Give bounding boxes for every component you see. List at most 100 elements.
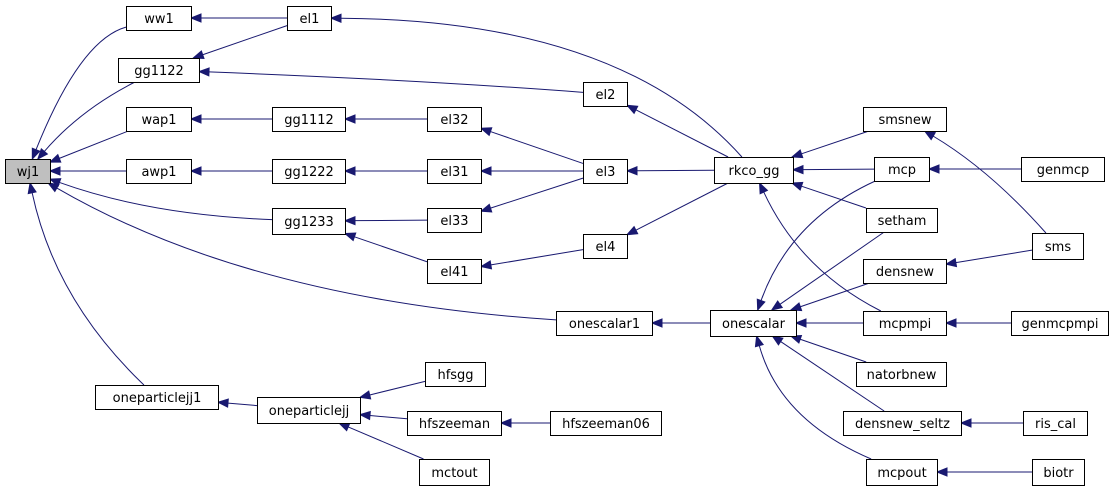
node-box-hfszeeman06[interactable] [550, 411, 662, 436]
node-box-ris_cal[interactable] [1023, 411, 1088, 436]
edge-mcp-to-onescalar [760, 180, 876, 301]
node-el32[interactable]: el32 [427, 107, 482, 132]
node-gg1112[interactable]: gg1112 [272, 107, 346, 132]
node-el31[interactable]: el31 [427, 159, 482, 184]
node-box-wap1[interactable] [126, 107, 192, 132]
node-gg1222[interactable]: gg1222 [272, 159, 346, 184]
node-box-smsnew[interactable] [863, 107, 947, 132]
node-box-hfszeeman[interactable] [407, 411, 502, 436]
node-box-biotr[interactable] [1032, 459, 1085, 486]
arrowhead-mcp-to-onescalar [756, 298, 766, 312]
node-box-densnew[interactable] [863, 259, 947, 284]
node-box-gg1233[interactable] [272, 208, 346, 235]
node-ris_cal[interactable]: ris_cal [1023, 411, 1088, 436]
arrowhead-setham-to-rkco_gg [790, 181, 804, 191]
node-el2[interactable]: el2 [583, 82, 628, 107]
node-box-rkco_gg[interactable] [714, 157, 794, 184]
node-label-mctout: mctout [431, 466, 477, 481]
node-oneparticlejj1[interactable]: oneparticlejj1 [95, 385, 219, 410]
node-box-ww1[interactable] [126, 6, 192, 31]
node-box-mcp[interactable] [874, 157, 930, 182]
node-el33[interactable]: el33 [427, 208, 482, 233]
edge-smsnew-to-rkco_gg [801, 130, 870, 155]
arrowhead-hfszeeman-to-oneparticlejj [358, 410, 371, 421]
node-gg1122[interactable]: gg1122 [118, 58, 200, 83]
edge-onescalar1-to-wj1 [56, 187, 557, 321]
node-hfszeeman[interactable]: hfszeeman [407, 411, 502, 436]
node-box-awp1[interactable] [126, 159, 192, 184]
node-box-gg1122[interactable] [118, 58, 200, 83]
node-box-oneparticlejj[interactable] [257, 397, 361, 424]
node-rkco_gg[interactable]: rkco_gg [714, 157, 794, 184]
node-gg1233[interactable]: gg1233 [272, 208, 346, 235]
node-el1[interactable]: el1 [287, 6, 332, 31]
node-box-el41[interactable] [427, 259, 482, 284]
arrowhead-rkco_gg-to-el2 [625, 104, 639, 115]
node-box-el33[interactable] [427, 208, 482, 233]
node-box-el3[interactable] [583, 159, 628, 184]
node-box-el2[interactable] [583, 82, 628, 107]
node-box-setham[interactable] [866, 208, 938, 233]
node-onescalar[interactable]: onescalar [710, 310, 797, 337]
node-box-wj1[interactable] [5, 159, 51, 184]
node-onescalar1[interactable]: onescalar1 [556, 311, 653, 336]
node-mcp[interactable]: mcp [874, 157, 930, 182]
node-mcpmpi[interactable]: mcpmpi [863, 311, 947, 336]
node-box-hfsgg[interactable] [425, 362, 486, 387]
node-el4[interactable]: el4 [583, 234, 628, 259]
arrowhead-mcpout-to-onescalar [754, 334, 764, 348]
node-label-setham: setham [878, 214, 927, 229]
node-box-gg1222[interactable] [272, 159, 346, 184]
arrowhead-el33-to-gg1233 [343, 215, 356, 226]
arrowhead-genmcpmpi-to-mcpmpi [944, 318, 957, 328]
node-box-sms[interactable] [1032, 233, 1084, 260]
node-box-mcpout[interactable] [866, 459, 938, 486]
node-box-onescalar1[interactable] [556, 311, 653, 336]
node-awp1[interactable]: awp1 [126, 159, 192, 184]
edge-rkco_gg-to-el2 [635, 109, 729, 158]
node-box-oneparticlejj1[interactable] [95, 385, 219, 410]
node-densnew_seltz[interactable]: densnew_seltz [843, 411, 962, 436]
node-box-mctout[interactable] [419, 459, 490, 486]
node-hfsgg[interactable]: hfsgg [425, 362, 486, 387]
node-box-el32[interactable] [427, 107, 482, 132]
node-box-natorbnew[interactable] [856, 362, 947, 387]
node-wap1[interactable]: wap1 [126, 107, 192, 132]
node-hfszeeman06[interactable]: hfszeeman06 [550, 411, 662, 436]
node-box-gg1112[interactable] [272, 107, 346, 132]
node-natorbnew[interactable]: natorbnew [856, 362, 947, 387]
node-label-el41: el41 [440, 265, 468, 280]
node-mctout[interactable]: mctout [419, 459, 490, 486]
node-densnew[interactable]: densnew [863, 259, 947, 284]
node-smsnew[interactable]: smsnew [863, 107, 947, 132]
node-box-el4[interactable] [583, 234, 628, 259]
arrowhead-gg1122-to-wj1 [36, 147, 49, 161]
node-biotr[interactable]: biotr [1032, 459, 1085, 486]
node-label-gg1222: gg1222 [284, 165, 334, 180]
node-box-genmcp[interactable] [1021, 157, 1105, 182]
node-box-onescalar[interactable] [710, 310, 797, 337]
node-box-mcpmpi[interactable] [863, 311, 947, 336]
node-box-el1[interactable] [287, 6, 332, 31]
node-el41[interactable]: el41 [427, 259, 482, 284]
node-sms[interactable]: sms [1032, 233, 1084, 260]
node-genmcpmpi[interactable]: genmcpmpi [1011, 311, 1109, 336]
edge-el1-to-gg1122 [202, 25, 288, 56]
node-setham[interactable]: setham [866, 208, 938, 233]
arrowhead-ris_cal-to-densnew_seltz [959, 418, 972, 428]
node-wj1[interactable]: wj1 [5, 159, 51, 184]
node-oneparticlejj[interactable]: oneparticlejj [257, 397, 361, 424]
arrowhead-wap1-to-wj1 [48, 153, 62, 163]
node-box-genmcpmpi[interactable] [1011, 311, 1109, 336]
edge-mcpmpi-to-rkco_gg [763, 191, 882, 312]
node-box-densnew_seltz[interactable] [843, 411, 962, 436]
node-genmcp[interactable]: genmcp [1021, 157, 1105, 182]
edge-el3-to-el33 [490, 177, 584, 209]
arrowhead-biotr-to-mcpout [935, 467, 948, 477]
node-ww1[interactable]: ww1 [126, 6, 192, 31]
node-el3[interactable]: el3 [583, 159, 628, 184]
node-label-smsnew: smsnew [878, 113, 931, 128]
node-box-el31[interactable] [427, 159, 482, 184]
node-mcpout[interactable]: mcpout [866, 459, 938, 486]
